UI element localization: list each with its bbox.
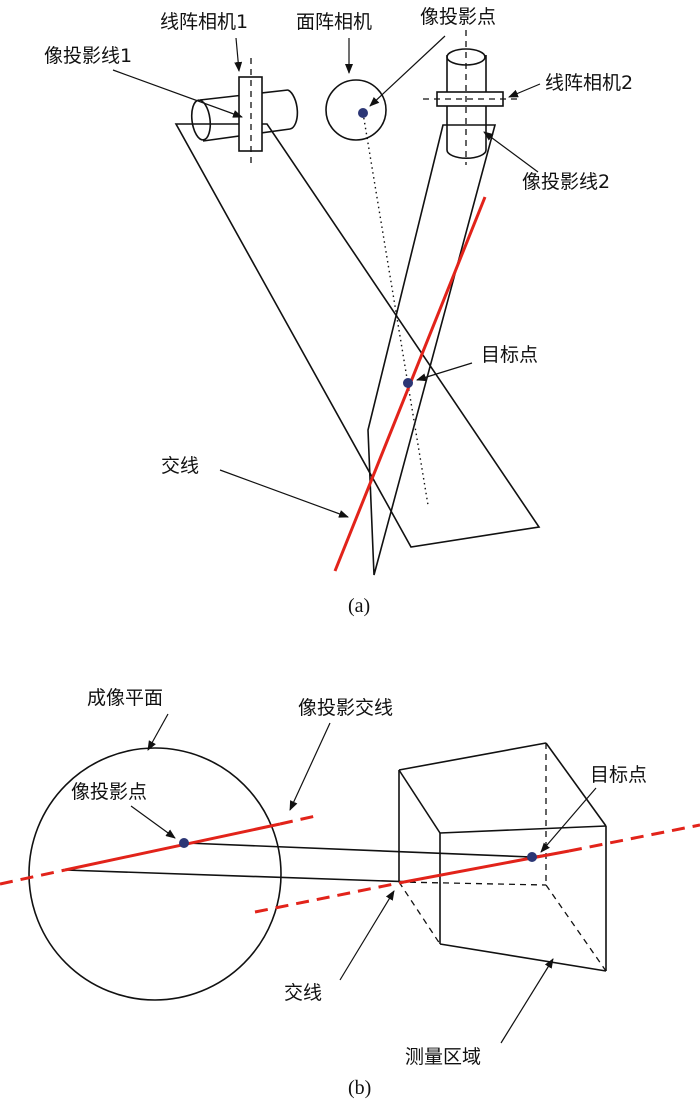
projection-plane-1 [174, 123, 541, 548]
image-projection-point-marker-b [179, 838, 189, 848]
area-camera-ray [362, 112, 429, 506]
panel-b: 成像平面 像投影交线 像投影点 目标点 交线 测量区域 (b) [0, 687, 700, 1099]
label-image-projection-line-2: 像投影线2 [522, 171, 610, 193]
intersection-line-b [403, 849, 570, 884]
projection-plane-2 [367, 124, 497, 576]
label-intersection-line-a: 交线 [161, 455, 199, 477]
label-image-projection-point-a: 像投影点 [420, 6, 496, 28]
label-line-camera-2: 线阵相机2 [545, 72, 633, 94]
label-image-projection-line-1: 像投影线1 [44, 45, 132, 67]
label-measurement-area: 测量区域 [405, 1046, 481, 1068]
area-camera [325, 79, 387, 141]
line-camera-1 [190, 58, 299, 166]
label-imaging-plane: 成像平面 [87, 687, 163, 709]
label-intersection-line-b: 交线 [284, 982, 322, 1004]
label-target-point-b: 目标点 [590, 764, 647, 786]
target-point-marker-b [527, 852, 537, 862]
line-camera-2 [423, 30, 517, 165]
label-image-projection-intersection-line: 像投影交线 [298, 697, 393, 719]
label-image-projection-point-b: 像投影点 [71, 781, 147, 803]
label-target-point-a: 目标点 [481, 344, 538, 366]
image-projection-point-marker-a [358, 108, 368, 118]
measurement-area-box [398, 742, 607, 972]
panel-a: 线阵相机1 面阵相机 像投影点 像投影线1 线阵相机2 像投影线2 目标点 交线… [44, 6, 633, 617]
image-projection-intersection-line [64, 822, 281, 872]
label-line-camera-1: 线阵相机1 [160, 11, 248, 33]
caption-a: (a) [348, 595, 370, 617]
label-area-camera: 面阵相机 [296, 11, 372, 33]
target-point-marker-a [403, 378, 413, 388]
imaging-plane-circle [28, 747, 282, 1001]
caption-b: (b) [348, 1077, 371, 1099]
